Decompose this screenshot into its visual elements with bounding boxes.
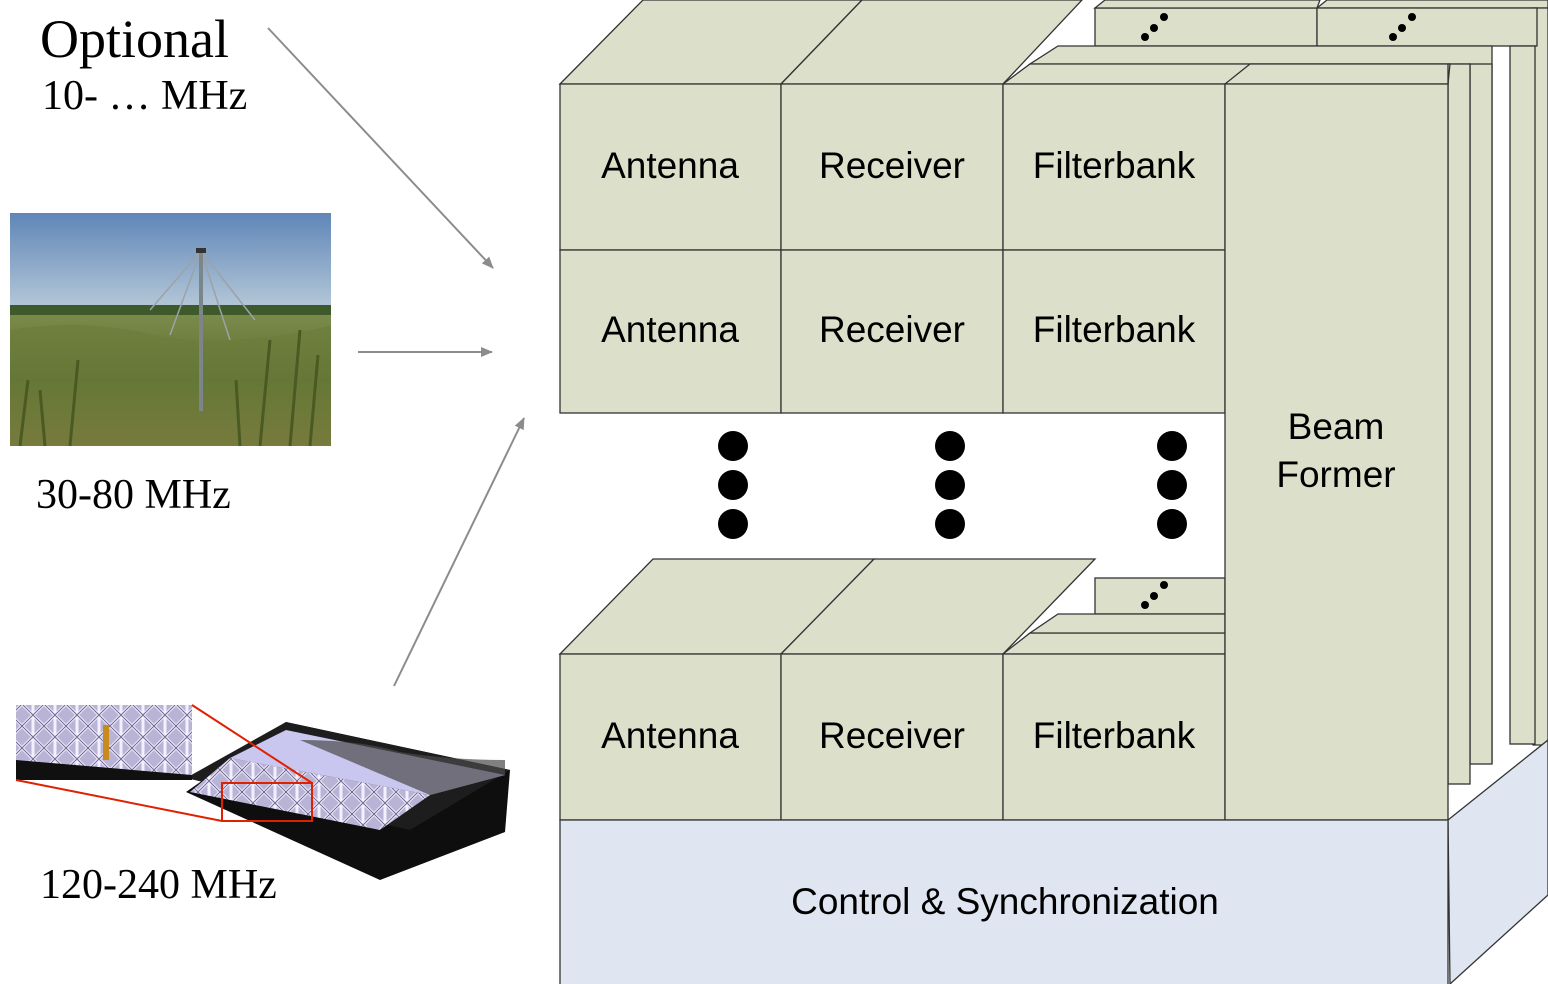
module-row-2: Antenna Receiver Filterbank (559, 249, 1226, 414)
antenna-module-1 (559, 83, 782, 251)
optional-range: 10- … MHz (42, 73, 247, 119)
beamformer-module: Beam Former (1224, 83, 1449, 821)
filterbank-module-1 (1002, 83, 1226, 251)
receiver-module-2 (780, 249, 1004, 414)
optional-band: Optional 10- … MHz (40, 9, 247, 119)
filterbank-label: Filterbank (1033, 145, 1196, 186)
depth-ellipsis-icon (1141, 13, 1416, 609)
lba-range: 30-80 MHz (36, 472, 231, 518)
antenna-module-2 (559, 249, 782, 414)
receiver-label: Receiver (819, 309, 965, 350)
filterbank-module-2 (1002, 249, 1226, 414)
hba-arrow (393, 417, 525, 687)
filterbank-module-n (1002, 653, 1226, 821)
antenna-label: Antenna (601, 715, 739, 756)
beamformer-label-line2: Former (1276, 454, 1395, 495)
module-row-1: Antenna Receiver Filterbank (559, 83, 1226, 251)
receiver-module-n (780, 653, 1004, 821)
beamformer-label-line1: Beam (1288, 406, 1385, 447)
control-sync-label: Control & Synchronization (791, 881, 1219, 922)
optional-title: Optional (40, 9, 229, 69)
module-row-3: Antenna Receiver Filterbank (559, 653, 1226, 821)
optional-arrow (267, 27, 494, 269)
receiver-label: Receiver (819, 145, 965, 186)
band-arrows (267, 27, 525, 687)
lower-top-face (558, 558, 1226, 655)
filterbank-label: Filterbank (1033, 309, 1196, 350)
station-block: Antenna Receiver Filterbank Antenna Rece… (558, 0, 1548, 984)
hba-tile-render (15, 704, 510, 880)
filterbank-label: Filterbank (1033, 715, 1196, 756)
lba-antenna-photo (10, 213, 331, 447)
hba-range: 120-240 MHz (40, 862, 277, 908)
vertical-ellipsis (718, 431, 1187, 539)
receiver-label: Receiver (819, 715, 965, 756)
control-sync-base: Control & Synchronization (559, 739, 1548, 984)
antenna-label: Antenna (601, 309, 739, 350)
back-layer-2 (1093, 0, 1538, 745)
receiver-module-1 (780, 83, 1004, 251)
antenna-module-n (559, 653, 782, 821)
antenna-label: Antenna (601, 145, 739, 186)
